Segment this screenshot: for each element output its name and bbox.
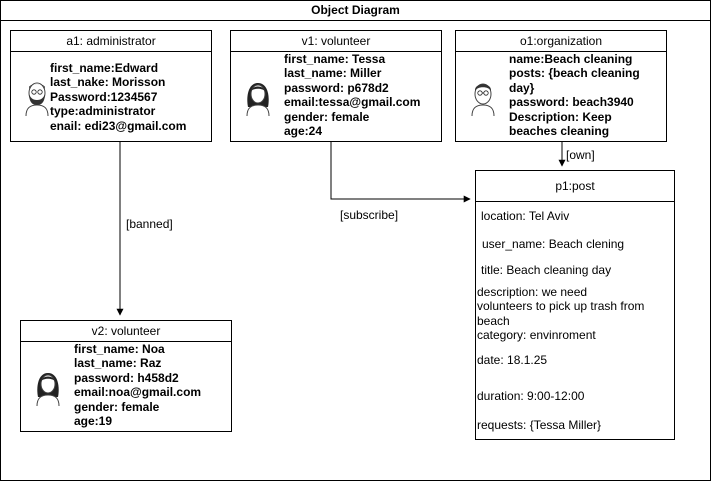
object-header: o1:organization bbox=[456, 31, 666, 52]
object-a1-administrator: a1: administrator first_name:Edward last… bbox=[10, 30, 212, 142]
attribute: beaches cleaning bbox=[509, 124, 610, 139]
attribute-list: description: we need volunteers to pick … bbox=[477, 285, 644, 343]
subscribe-label: [subscribe] bbox=[340, 208, 399, 222]
attribute-list: name:Beach cleaning posts: {beach cleani… bbox=[509, 52, 640, 138]
object-header: a1: administrator bbox=[11, 31, 211, 52]
attribute: age:19 bbox=[74, 414, 113, 429]
object-o1-organization: o1:organization name:Beach cleaning post… bbox=[455, 30, 667, 142]
attribute: first_name: Tessa bbox=[284, 52, 386, 66]
attribute: requests: {Tessa Miller} bbox=[477, 418, 602, 432]
attribute-list: first_name: Noa last_name: Raz password:… bbox=[74, 342, 201, 428]
attribute: enail: edi23@gmail.com bbox=[50, 118, 187, 133]
attribute: first_name:Edward bbox=[50, 61, 159, 75]
attribute-list: location: Tel Aviv bbox=[481, 209, 569, 233]
attribute: last_name: Miller bbox=[284, 66, 382, 81]
male-person-glasses-icon bbox=[471, 83, 495, 117]
attribute-list: duration: 9:00-12:00 bbox=[477, 389, 584, 403]
attribute bbox=[481, 223, 569, 233]
attribute-list: first_name:Edward last_nake: Morisson Pa… bbox=[50, 61, 186, 133]
subscribe-connector bbox=[330, 141, 471, 203]
object-v1-volunteer: v1: volunteer first_name: Tessa last_nam… bbox=[230, 30, 442, 142]
attribute: name:Beach cleaning bbox=[509, 52, 633, 66]
attribute: age:24 bbox=[284, 124, 323, 139]
male-bearded-person-icon bbox=[25, 82, 49, 117]
attribute: email:noa@gmail.com bbox=[74, 385, 202, 400]
attribute: description: we need bbox=[477, 285, 588, 299]
attribute: title: Beach cleaning day bbox=[481, 263, 612, 277]
attribute: day} bbox=[509, 80, 535, 95]
attribute: type:administrator bbox=[50, 104, 156, 119]
banned-label: [banned] bbox=[126, 217, 173, 231]
attribute: date: 18.1.25 bbox=[477, 353, 548, 367]
object-header: v1: volunteer bbox=[231, 31, 441, 52]
attribute: last_nake: Morisson bbox=[50, 75, 166, 90]
attribute: volunteers to pick up trash from bbox=[477, 299, 645, 314]
object-v2-volunteer: v2: volunteer first_name: Noa last_name:… bbox=[20, 320, 232, 432]
attribute: beach bbox=[477, 313, 510, 328]
object-header: p1:post bbox=[476, 171, 674, 202]
attribute: Password:1234567 bbox=[50, 89, 158, 104]
object-p1-post: p1:post location: Tel Aviv user_name: Be… bbox=[475, 170, 675, 440]
female-person-icon bbox=[36, 373, 60, 407]
attribute: user_name: Beach clening bbox=[482, 237, 625, 251]
attribute-list: date: 18.1.25 bbox=[477, 353, 547, 367]
attribute: posts: {beach cleaning bbox=[509, 66, 640, 81]
attribute: Description: Keep bbox=[509, 109, 612, 124]
attribute: location: Tel Aviv bbox=[481, 209, 570, 223]
attribute-list: title: Beach cleaning day bbox=[481, 263, 611, 277]
attribute: password: p678d2 bbox=[284, 80, 389, 95]
attribute: gender: female bbox=[284, 109, 370, 124]
attribute: gender: female bbox=[74, 399, 160, 414]
attribute: password: beach3940 bbox=[509, 95, 634, 110]
diagram-title: Object Diagram bbox=[1, 1, 710, 21]
attribute-list: first_name: Tessa last_name: Miller pass… bbox=[284, 52, 420, 138]
attribute: category: envinroment bbox=[477, 328, 596, 343]
attribute-list: user_name: Beach clening bbox=[482, 237, 624, 251]
attribute: email:tessa@gmail.com bbox=[284, 95, 421, 110]
own-label: [own] bbox=[566, 148, 595, 162]
attribute: first_name: Noa bbox=[74, 342, 165, 356]
object-header: v2: volunteer bbox=[21, 321, 231, 342]
attribute: duration: 9:00-12:00 bbox=[477, 389, 585, 403]
attribute: password: h458d2 bbox=[74, 370, 179, 385]
attribute: last_name: Raz bbox=[74, 356, 162, 371]
attribute-list: requests: {Tessa Miller} bbox=[477, 418, 601, 432]
female-person-icon bbox=[246, 83, 270, 117]
